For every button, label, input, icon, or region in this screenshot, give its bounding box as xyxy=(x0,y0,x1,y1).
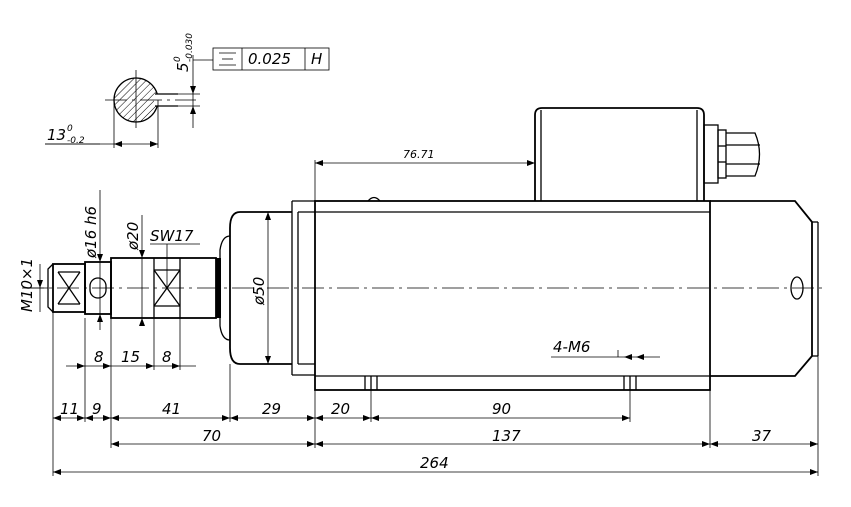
symmetry-icon xyxy=(219,52,236,66)
shaft-diameter-upper: 0 xyxy=(67,124,73,134)
flat-depth-main: 5 xyxy=(174,62,192,72)
row1-dim-6: 90 xyxy=(492,400,511,418)
wrench-size-value: SW17 xyxy=(150,227,194,245)
motor-body xyxy=(291,196,819,391)
shaft-section-view xyxy=(45,55,200,148)
dim-thread: M10×1 xyxy=(18,258,48,312)
shaft-diameter-lower: -0.2 xyxy=(67,136,85,146)
row1-dim-5: 20 xyxy=(331,400,350,418)
row1-dim-2: 9 xyxy=(92,400,102,418)
extension-lines xyxy=(52,312,819,476)
shaft-d16-value: ø16 h6 xyxy=(82,206,100,259)
dim-wrench-size: SW17 xyxy=(150,227,200,288)
mount-holes-value: 4-M6 xyxy=(553,338,590,356)
tolerance-frame: 0.025 H xyxy=(193,47,330,71)
flat-depth-label: 5 0 -0.030 xyxy=(173,33,195,72)
flat-depth-upper: 0 xyxy=(173,56,183,62)
dim-small-row: 8 15 8 xyxy=(66,318,196,370)
front-flange xyxy=(216,211,292,365)
nose-length-value: 76.71 xyxy=(403,148,435,161)
terminal-box xyxy=(534,107,761,201)
row2-dim-2: 137 xyxy=(492,427,521,445)
shaft-d20-value: ø20 xyxy=(124,222,142,251)
body-diameter-value: ø50 xyxy=(250,277,268,306)
tolerance-value: 0.025 xyxy=(248,50,291,68)
shaft-diameter-label: 13 0 -0.2 xyxy=(47,124,85,146)
small-dim-2: 15 xyxy=(121,348,140,366)
row2-dim-1: 70 xyxy=(202,427,221,445)
row2-dim-3: 37 xyxy=(752,427,772,445)
row1-dim-3: 41 xyxy=(162,400,181,418)
dim-nose-length: 76.71 xyxy=(314,148,535,201)
flat-depth-lower: -0.030 xyxy=(185,33,195,62)
dim-shaft-d20: ø20 xyxy=(124,215,145,326)
shaft-diameter-main: 13 xyxy=(47,126,66,144)
small-dim-1: 8 xyxy=(94,348,104,366)
row1-dim-1: 11 xyxy=(60,400,79,418)
dim-shaft-d16: ø16 h6 xyxy=(82,190,103,330)
dim-total: 264 xyxy=(53,454,818,475)
row1-dim-4: 29 xyxy=(262,400,281,418)
total-length-value: 264 xyxy=(420,454,449,472)
small-dim-3: 8 xyxy=(162,348,172,366)
dim-row-1: 11 9 41 29 20 90 xyxy=(53,400,630,421)
dim-mount-holes: 4-M6 xyxy=(551,338,660,360)
thread-value: M10×1 xyxy=(18,258,36,312)
dim-body-diameter: ø50 xyxy=(250,212,271,364)
dim-row-2: 70 137 37 xyxy=(111,427,818,447)
datum-letter: H xyxy=(311,50,322,68)
